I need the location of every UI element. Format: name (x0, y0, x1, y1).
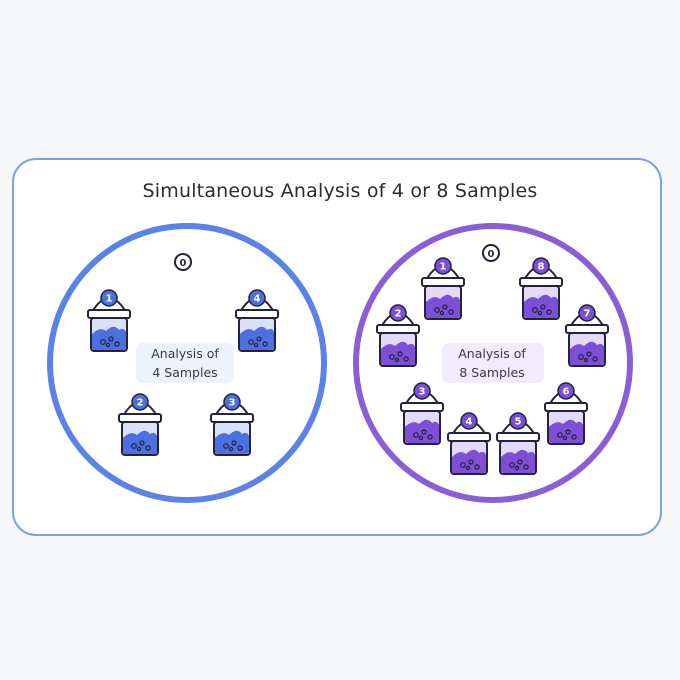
center-label-left-line1: Analysis of (151, 346, 219, 361)
sample-bucket-left-4-number: 4 (254, 294, 261, 305)
sample-bucket-right-4: 4 (447, 412, 491, 475)
sample-bucket-right-5: 5 (496, 412, 540, 475)
sample-bucket-right-3-number: 3 (419, 387, 426, 398)
center-label-left-line2: 4 Samples (152, 365, 217, 380)
sample-bucket-right-7-number: 7 (584, 309, 591, 320)
sample-bucket-left-1: 1 (87, 289, 131, 352)
sample-bucket-right-6: 6 (544, 382, 588, 445)
rotor-4-samples: Analysis of 4 Samples 0 1 2 3 4 (47, 223, 327, 503)
zero-marker-left: 0 (174, 253, 192, 271)
sample-bucket-left-1-number: 1 (106, 294, 113, 305)
sample-bucket-right-7: 7 (565, 304, 609, 367)
zero-marker-right: 0 (482, 244, 500, 262)
sample-bucket-right-1: 1 (421, 257, 465, 320)
sample-bucket-right-8-number: 8 (538, 262, 545, 273)
sample-bucket-left-4: 4 (235, 289, 279, 352)
sample-bucket-right-6-number: 6 (563, 387, 570, 398)
sample-bucket-left-3-number: 3 (229, 398, 236, 409)
sample-bucket-right-2-number: 2 (395, 309, 402, 320)
center-label-bg-left (136, 343, 234, 383)
svg-text:0: 0 (488, 249, 495, 260)
svg-text:0: 0 (180, 258, 187, 269)
sample-bucket-right-3: 3 (400, 382, 444, 445)
sample-bucket-right-8: 8 (519, 257, 563, 320)
sample-bucket-left-3: 3 (210, 393, 254, 456)
sample-bucket-right-5-number: 5 (515, 417, 522, 428)
sample-bucket-left-2-number: 2 (137, 398, 144, 409)
sample-bucket-right-4-number: 4 (466, 417, 473, 428)
diagram-title: Simultaneous Analysis of 4 or 8 Samples (142, 180, 538, 202)
sample-bucket-left-2: 2 (118, 393, 162, 456)
sample-bucket-right-1-number: 1 (440, 262, 447, 273)
center-label-right-line1: Analysis of (458, 346, 526, 361)
sample-bucket-right-2: 2 (376, 304, 420, 367)
rotor-8-samples: Analysis of 8 Samples 0 1 2 3 4 5 6 7 8 (353, 223, 633, 503)
center-label-bg-right (442, 343, 544, 383)
center-label-right-line2: 8 Samples (459, 365, 524, 380)
